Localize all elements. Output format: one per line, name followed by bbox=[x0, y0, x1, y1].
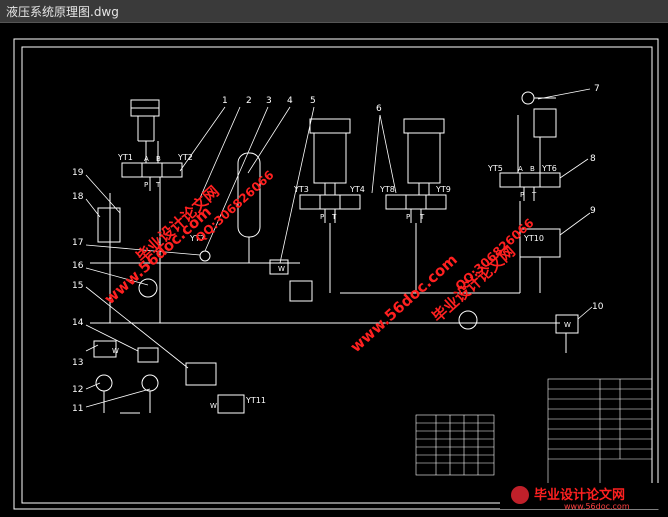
valve-yt8-cell-b bbox=[405, 194, 427, 210]
drawing-canvas[interactable]: 1 2 3 4 5 6 7 8 9 10 11 12 13 14 15 16 1… bbox=[0, 23, 668, 513]
spring-w-13: W bbox=[112, 347, 119, 355]
label-3: 3 bbox=[266, 96, 272, 106]
valve-yt11 bbox=[217, 394, 245, 414]
check-valve-17-icon bbox=[199, 250, 211, 262]
inner-border bbox=[21, 46, 653, 504]
port-b-5: B bbox=[530, 165, 535, 173]
port-p-1: P bbox=[144, 181, 148, 189]
port-t-5: T bbox=[531, 191, 537, 199]
cylinder-right-mid bbox=[403, 118, 445, 134]
label-4: 4 bbox=[287, 96, 293, 106]
pressure-switch-5 bbox=[269, 259, 289, 275]
window-title: 液压系统原理图.dwg bbox=[6, 5, 119, 19]
valve-label-yt1: YT1 bbox=[117, 153, 133, 162]
footer-brand: 毕业设计论文网 bbox=[534, 487, 625, 503]
filter-14 bbox=[137, 347, 159, 363]
parts-table bbox=[415, 414, 495, 476]
label-16: 16 bbox=[72, 261, 84, 271]
label-17: 17 bbox=[72, 238, 83, 248]
port-p-3: P bbox=[320, 213, 324, 221]
valve-label-yt5: YT5 bbox=[487, 164, 503, 173]
port-a-1: A bbox=[144, 155, 149, 163]
port-p-8: P bbox=[406, 213, 410, 221]
valve-label-yt9: YT9 bbox=[435, 185, 451, 194]
watermark-site-1: www.56doc.com bbox=[101, 202, 215, 307]
label-8: 8 bbox=[590, 154, 596, 164]
label-10: 10 bbox=[592, 302, 604, 312]
label-19: 19 bbox=[72, 168, 84, 178]
title-bar[interactable]: 液压系统原理图.dwg bbox=[0, 0, 668, 23]
port-a-5: A bbox=[518, 165, 523, 173]
port-b-1: B bbox=[156, 155, 161, 163]
filter-19 bbox=[97, 207, 121, 243]
valve-label-yt3: YT3 bbox=[293, 185, 309, 194]
label-9: 9 bbox=[590, 206, 596, 216]
label-6: 6 bbox=[376, 104, 382, 114]
relief-valve-10 bbox=[555, 314, 579, 334]
valve-yt1-cell-b bbox=[141, 162, 163, 178]
cylinder-left-mid bbox=[309, 118, 351, 134]
spring-w-5: W bbox=[278, 265, 285, 273]
label-18: 18 bbox=[72, 192, 84, 202]
footer-url: www.56doc.com bbox=[564, 502, 630, 511]
valve-label-yt6: YT6 bbox=[541, 164, 557, 173]
spring-w-10: W bbox=[564, 321, 571, 329]
outer-border bbox=[13, 38, 659, 510]
port-t-8: T bbox=[419, 213, 425, 221]
cylinder-body-4 bbox=[407, 132, 441, 184]
valve-yt3-cell-c bbox=[339, 194, 361, 210]
label-14: 14 bbox=[72, 318, 84, 328]
valve-yt1-cell-a bbox=[121, 162, 143, 178]
relief-valve-main bbox=[289, 280, 313, 302]
title-block bbox=[547, 378, 653, 498]
label-13: 13 bbox=[72, 358, 83, 368]
label-11: 11 bbox=[72, 404, 83, 414]
valve-yt1-cell-c bbox=[161, 162, 183, 178]
valve-label-yt7: YT7 bbox=[189, 234, 205, 243]
pump-11-icon bbox=[141, 374, 159, 392]
label-1: 1 bbox=[222, 96, 228, 106]
valve-yt3-cell-a bbox=[299, 194, 321, 210]
valve-label-yt8: YT8 bbox=[379, 185, 395, 194]
valve-yt5-cell-c bbox=[539, 172, 561, 188]
label-15: 15 bbox=[72, 281, 83, 291]
valve-label-yt10: YT10 bbox=[523, 234, 544, 243]
label-7: 7 bbox=[594, 84, 600, 94]
port-p-5: P bbox=[520, 191, 524, 199]
relief-valve-13 bbox=[93, 340, 117, 358]
valve-yt3-cell-b bbox=[319, 194, 341, 210]
valve-label-yt4: YT4 bbox=[349, 185, 365, 194]
drawing-svg[interactable]: 1 2 3 4 5 6 7 8 9 10 11 12 13 14 15 16 1… bbox=[0, 23, 668, 513]
valve-yt8-cell-c bbox=[425, 194, 447, 210]
label-2: 2 bbox=[246, 96, 252, 106]
port-t-1: T bbox=[155, 181, 161, 189]
pump-12-icon bbox=[95, 374, 113, 392]
logo-ball-icon bbox=[511, 486, 529, 504]
valve-yt5-cell-a bbox=[499, 172, 521, 188]
spring-w-11: W bbox=[210, 402, 217, 410]
valve-yt5-cell-b bbox=[519, 172, 541, 188]
pump-16-icon bbox=[138, 278, 158, 298]
pressure-gauge-icon bbox=[521, 91, 535, 105]
valve-15 bbox=[185, 362, 217, 386]
valve-label-yt11: YT11 bbox=[245, 396, 266, 405]
cylinder-right-top bbox=[533, 108, 557, 138]
label-12: 12 bbox=[72, 385, 83, 395]
pump-right-icon bbox=[458, 310, 478, 330]
valve-label-yt2: YT2 bbox=[177, 153, 193, 162]
cylinder-body-3 bbox=[313, 132, 347, 184]
port-t-3: T bbox=[331, 213, 337, 221]
label-5: 5 bbox=[310, 96, 316, 106]
valve-yt8-cell-a bbox=[385, 194, 407, 210]
